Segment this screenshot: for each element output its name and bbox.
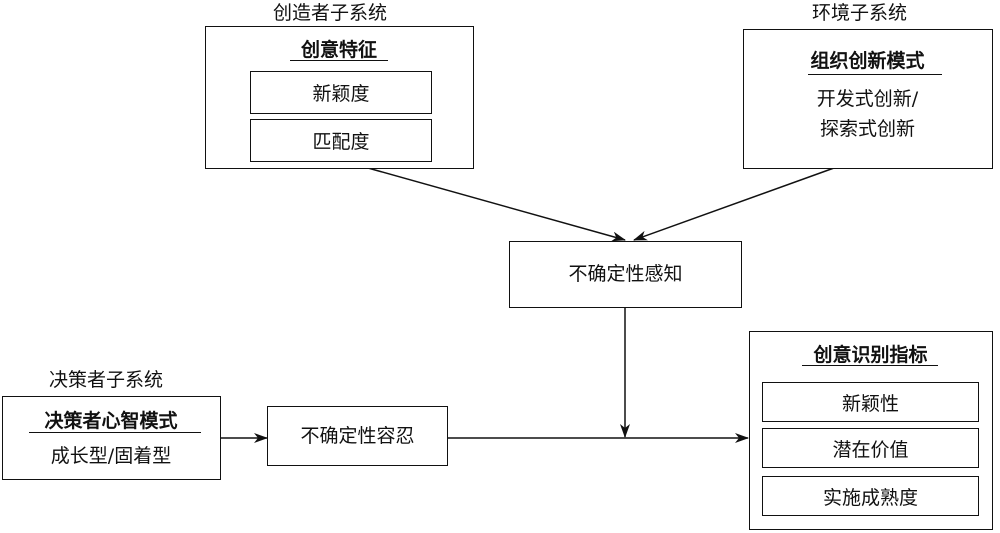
decision-header: 决策者心智模式: [44, 410, 178, 432]
uncertainty-tolerance-box: 不确定性容忍: [267, 406, 448, 466]
environment-line-1: 开发式创新/: [816, 88, 919, 110]
indicators-header-underline: [802, 365, 938, 366]
arrow-creator-to-perception: [367, 167, 626, 242]
creator-subsystem-box: 创意特征 新颖度 匹配度: [205, 26, 474, 169]
indicators-box: 创意识别指标 新颖性 潜在价值 实施成熟度: [749, 331, 993, 530]
indicators-header: 创意识别指标: [813, 344, 928, 366]
decision-content: 成长型/固着型: [50, 445, 172, 467]
environment-line-2: 探索式创新: [819, 118, 915, 140]
creator-item-novelty: 新颖度: [250, 71, 432, 114]
environment-subsystem-title: 环境子系统: [812, 2, 908, 24]
creator-header-underline: [290, 60, 388, 61]
uncertainty-perception-label: 不确定性感知: [568, 263, 683, 285]
uncertainty-perception-box: 不确定性感知: [509, 241, 742, 308]
indicator-item-novelty: 新颖性: [762, 382, 979, 422]
arrow-environment-to-perception: [633, 167, 835, 241]
environment-header-underline: [808, 74, 942, 75]
creator-subsystem-title: 创造者子系统: [273, 2, 388, 24]
environment-subsystem-box: 组织创新模式 开发式创新/ 探索式创新: [743, 29, 993, 169]
indicator-item-implementation-maturity: 实施成熟度: [762, 476, 979, 516]
creator-header: 创意特征: [300, 39, 377, 61]
creator-item-fit: 匹配度: [250, 119, 432, 162]
indicator-item-potential-value: 潜在价值: [762, 428, 979, 468]
decision-subsystem-title: 决策者子系统: [49, 369, 164, 391]
decision-header-underline: [29, 432, 201, 433]
environment-header: 组织创新模式: [810, 50, 925, 72]
uncertainty-tolerance-label: 不确定性容忍: [300, 424, 415, 447]
decision-subsystem-box: 决策者心智模式 成长型/固着型: [2, 396, 221, 480]
